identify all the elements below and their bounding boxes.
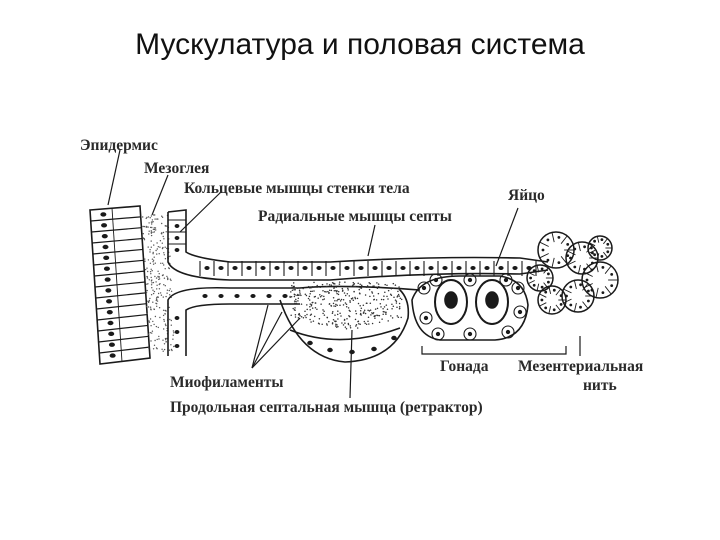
label-mesenterial-1: Мезентериальная — [518, 358, 643, 375]
label-circular-muscles: Кольцевые мышцы стенки тела — [184, 180, 410, 197]
retractor-muscle — [280, 281, 408, 362]
label-egg: Яйцо — [508, 187, 545, 204]
mesenterial-filament — [527, 232, 618, 314]
gonad — [412, 274, 528, 340]
label-myofilaments: Миофиламенты — [170, 374, 284, 391]
label-retractor: Продольная септальная мышца (ретрактор) — [170, 399, 483, 416]
label-epidermis: Эпидермис — [80, 137, 158, 154]
mesoglea — [142, 214, 175, 352]
label-radial-muscles: Радиальные мышцы септы — [258, 208, 452, 225]
label-mesenterial-2: нить — [583, 377, 617, 394]
label-gonad: Гонада — [440, 358, 489, 375]
epidermis-cells — [90, 206, 150, 364]
label-mesoglea: Мезоглея — [144, 160, 209, 177]
